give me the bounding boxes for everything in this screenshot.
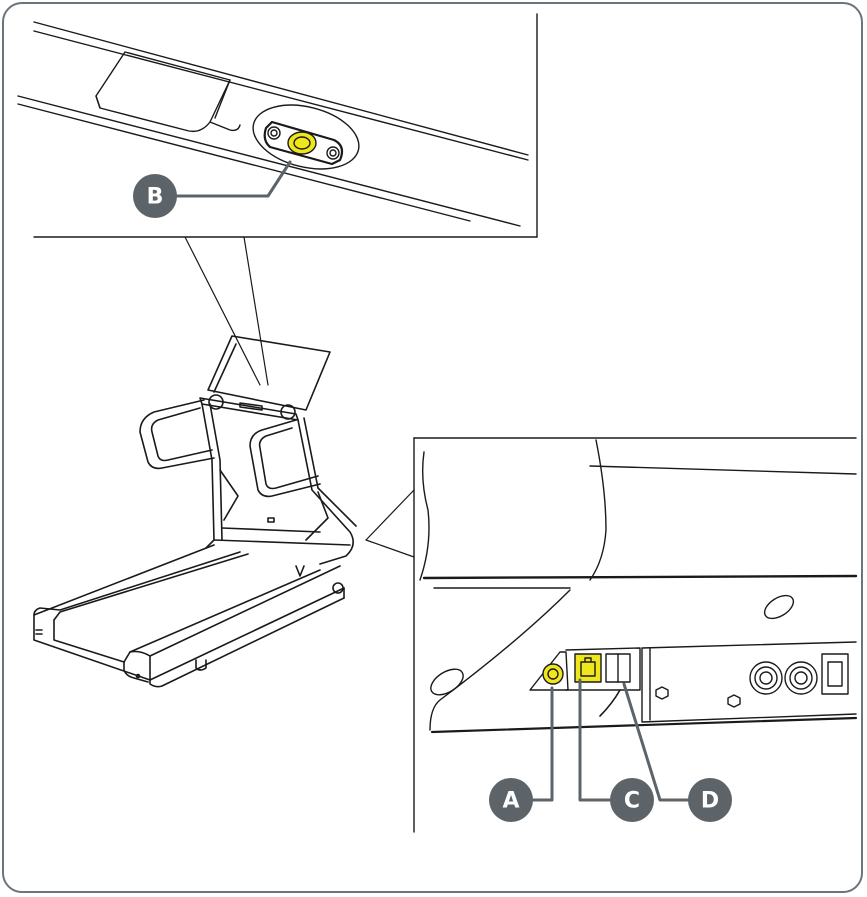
callout-a-label: A	[502, 789, 519, 814]
treadmill-illustration	[33, 335, 357, 688]
callout-b: B	[133, 174, 177, 218]
port-b-highlight	[287, 131, 317, 155]
callout-c-label: C	[624, 789, 640, 814]
inset-rear-panel	[413, 437, 858, 833]
port-c-highlight	[574, 653, 602, 683]
callout-a: A	[489, 778, 533, 822]
callout-d: D	[688, 778, 732, 822]
port-a-highlight	[542, 663, 564, 685]
callout-b-label: B	[147, 185, 164, 210]
callout-c: C	[610, 778, 654, 822]
inset-top-console	[17, 13, 538, 238]
callout-d-label: D	[701, 789, 719, 814]
